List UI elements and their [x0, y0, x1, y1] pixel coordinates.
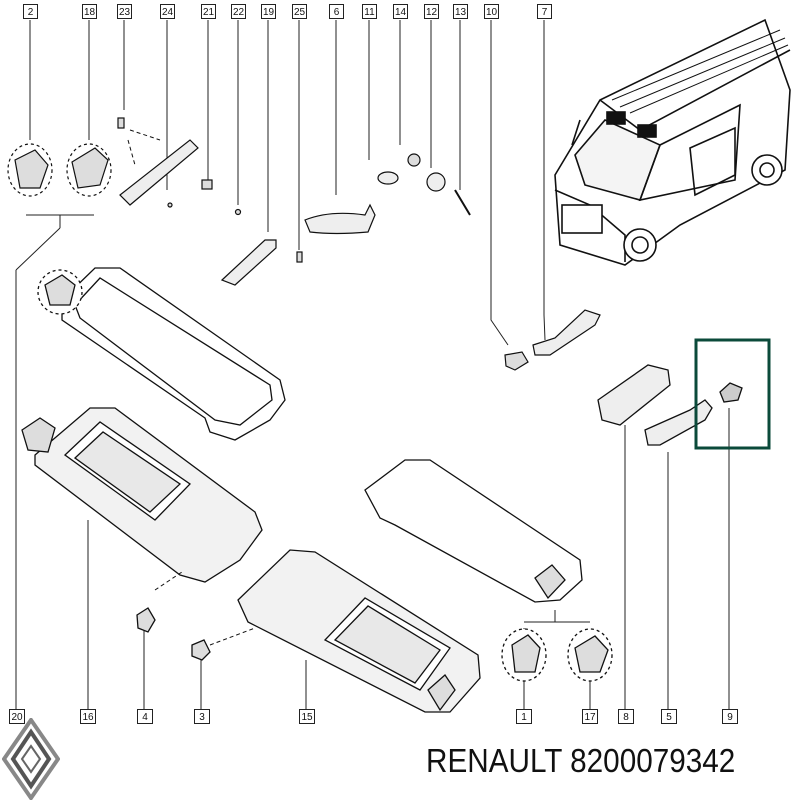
renault-logo-icon — [2, 718, 60, 800]
callout-19: 19 — [261, 4, 276, 19]
callout-1: 1 — [516, 709, 532, 724]
callout-24: 24 — [160, 4, 175, 19]
callout-4: 4 — [137, 709, 153, 724]
callout-22: 22 — [231, 4, 246, 19]
callout-23: 23 — [117, 4, 132, 19]
callout-8: 8 — [618, 709, 634, 724]
part-number: 8200079342 — [570, 742, 736, 779]
callout-18: 18 — [82, 4, 97, 19]
callout-3: 3 — [194, 709, 210, 724]
callout-16: 16 — [80, 709, 96, 724]
callout-20: 20 — [9, 709, 25, 724]
callout-14: 14 — [393, 4, 408, 19]
callout-10: 10 — [484, 4, 499, 19]
callout-11: 11 — [362, 4, 377, 19]
callout-13: 13 — [453, 4, 468, 19]
callout-15: 15 — [299, 709, 315, 724]
callout-2: 2 — [23, 4, 38, 19]
highlight-box — [694, 338, 771, 450]
callout-17: 17 — [582, 709, 598, 724]
brand-name: RENAULT — [426, 742, 562, 779]
callout-9: 9 — [722, 709, 738, 724]
van-illustration — [554, 18, 791, 266]
callout-12: 12 — [424, 4, 439, 19]
callout-21: 21 — [201, 4, 216, 19]
callout-6: 6 — [329, 4, 344, 19]
callout-25: 25 — [292, 4, 307, 19]
brand-part-number: RENAULT 8200079342 — [426, 742, 735, 780]
callout-7: 7 — [537, 4, 552, 19]
callout-5: 5 — [661, 709, 677, 724]
